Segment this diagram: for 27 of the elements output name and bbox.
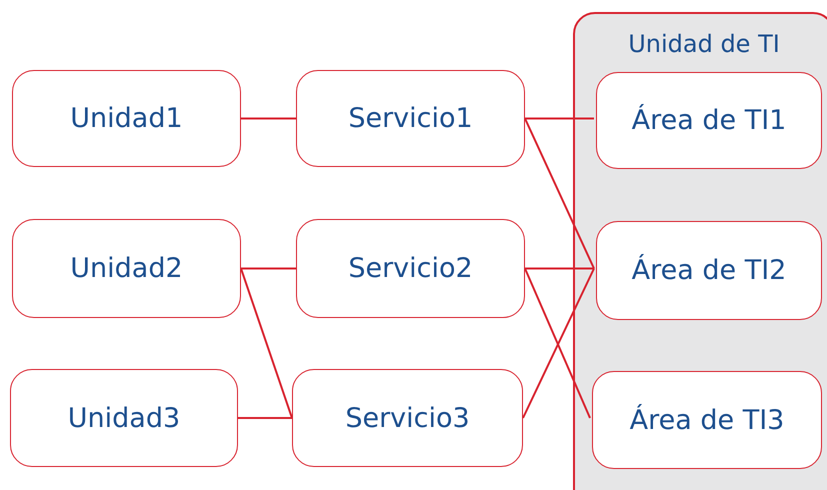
connector-line	[241, 118, 296, 120]
process-box	[292, 369, 523, 467]
box-label: Área de TI1	[632, 105, 786, 136]
connector-line	[240, 268, 293, 418]
connector-line	[525, 268, 594, 270]
box-label: Servicio1	[348, 103, 473, 134]
box-label: Unidad1	[70, 103, 183, 134]
group-title: Unidad de TI	[627, 30, 781, 58]
group-container	[573, 12, 827, 490]
process-box	[12, 70, 241, 167]
process-box	[296, 70, 525, 167]
connector-line	[238, 417, 292, 419]
process-box	[12, 219, 241, 318]
box-label: Servicio3	[345, 402, 470, 434]
process-box	[296, 219, 525, 318]
process-box	[10, 369, 238, 467]
box-label: Área de TI2	[632, 255, 786, 286]
process-box	[596, 221, 822, 320]
connector-line	[524, 118, 595, 269]
box-label: Servicio2	[348, 253, 473, 284]
process-box	[592, 371, 822, 469]
process-box	[596, 72, 822, 169]
connector-line	[525, 118, 594, 120]
connector-line	[241, 268, 296, 270]
box-label: Unidad3	[68, 402, 180, 434]
box-label: Unidad2	[70, 253, 183, 284]
box-label: Área de TI3	[630, 404, 784, 436]
